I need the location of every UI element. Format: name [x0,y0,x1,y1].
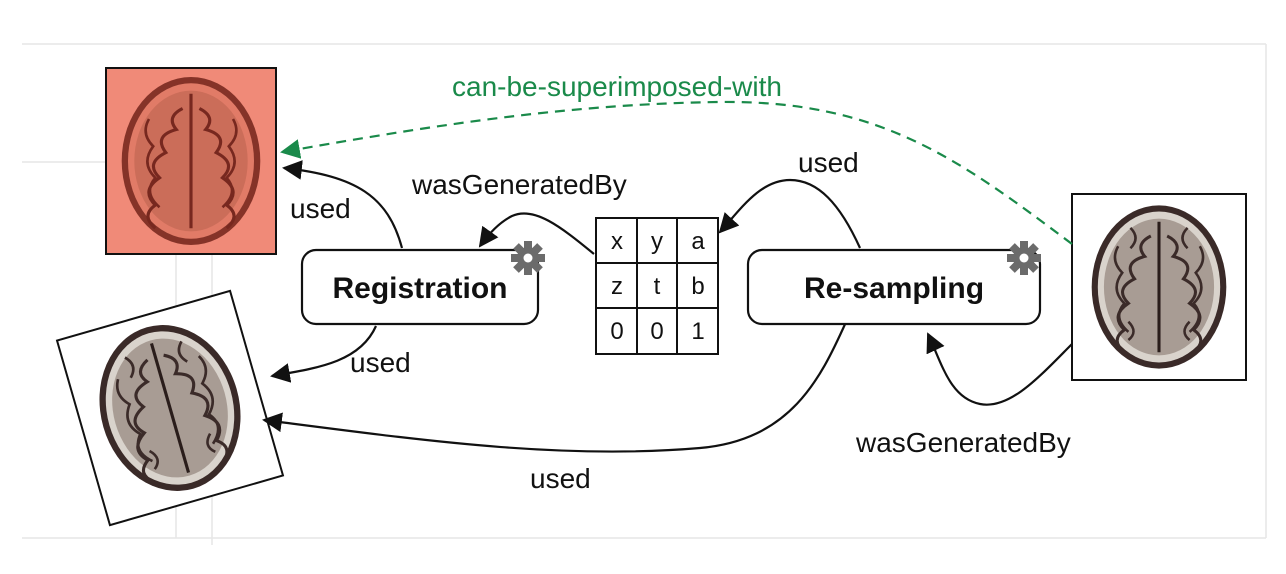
resampling-used-matrix-label: used [798,147,859,178]
moving-brain-image [55,289,285,527]
reg-used-moving-edge [270,325,378,383]
reference-brain-image [105,67,277,255]
reg-used-top-label: used [290,193,351,224]
output-generated-by-edge [926,332,1073,406]
matrix-cell: z [611,273,623,300]
matrix-generated-by-label: wasGeneratedBy [411,169,627,200]
registration-label: Registration [332,272,507,305]
resampling-used-matrix-edge [718,178,862,249]
output-brain-image [1071,193,1247,381]
resampling-used-moving-label: used [530,463,591,494]
resampling-gear-icon [1007,241,1041,275]
registration-gear-icon [511,241,545,275]
edge-labels: can-be-superimposed-with used used wasGe… [290,71,1071,494]
superimposed-label: can-be-superimposed-with [452,71,782,102]
edges [262,100,1073,453]
reg-used-reference-edge [282,160,404,249]
output-generated-by-label: wasGeneratedBy [855,427,1071,458]
reg-used-bottom-label: used [350,347,411,378]
matrix-cell: 0 [650,318,663,345]
matrix-cell: x [611,228,623,255]
matrix-cell: 1 [691,318,704,345]
resampling-used-moving-edge [262,321,848,453]
matrix-cell: 0 [610,318,623,345]
matrix-cell: t [654,273,661,300]
matrix-cell: a [691,228,705,255]
resampling-process: Re-sampling [746,241,1042,326]
resampling-label: Re-sampling [804,272,984,305]
superimposed-edge [280,100,1073,245]
transform-matrix: x y a z t b 0 0 1 [595,217,719,355]
registration-process: Registration [300,241,545,326]
matrix-cell: b [691,273,704,300]
matrix-generated-by-edge [478,212,595,255]
matrix-cell: y [651,228,663,255]
